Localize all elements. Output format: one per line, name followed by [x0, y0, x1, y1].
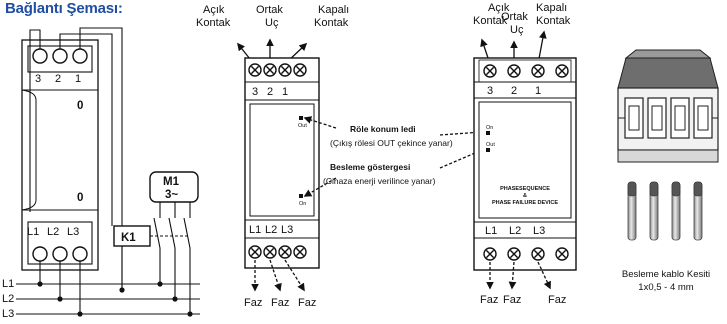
right-device: Açık Kontak Ortak Uç Kapalı Kontak 3 2 1…	[473, 2, 577, 306]
phase-terminal-l3: L3	[533, 225, 545, 237]
phase-terminal-l2: L2	[47, 226, 59, 238]
terminal-number-1: 1	[535, 85, 541, 97]
top-terminal-1	[72, 48, 88, 64]
phase-line-l2-label: L2	[2, 293, 14, 305]
closed-contact-label-2: Kontak	[536, 15, 571, 27]
cable-caption-line-2: 1x0,5 - 4 mm	[638, 282, 694, 293]
closed-contact-label-1: Kapalı	[318, 4, 349, 16]
closed-contact-label-2: Kontak	[314, 17, 349, 29]
led-mark-bottom: 0	[77, 192, 83, 204]
device-name-line-2: &	[523, 193, 527, 199]
common-terminal-label-2: Uç	[265, 17, 279, 29]
terminal-number-2: 2	[267, 86, 273, 98]
bottom-terminal-l1	[32, 246, 48, 262]
cable-caption-line-1: Besleme kablo Kesiti	[622, 269, 710, 280]
faz-label-3: Faz	[548, 294, 566, 306]
wiring-schematic: 3 2 1 0 0 L1 L2 L3 L1 L2 L3	[2, 27, 200, 320]
faz-label-3: Faz	[298, 297, 316, 309]
phase-screw-blank	[293, 245, 307, 259]
terminal-screw-1	[278, 63, 292, 77]
middle-device: Açık Kontak Ortak Uç Kapalı Kontak 3 2 1…	[196, 4, 349, 309]
on-led-label: On	[299, 201, 306, 207]
terminal-screw-2	[507, 64, 521, 78]
phase-terminal-l2: L2	[509, 225, 521, 237]
open-contact-label-2: Kontak	[196, 17, 231, 29]
contactor-label: K1	[121, 232, 136, 244]
contactor-contacts	[150, 200, 191, 249]
out-led	[486, 148, 490, 152]
faz-label-1: Faz	[480, 294, 498, 306]
closed-contact-label-1: Kapalı	[536, 2, 567, 14]
open-contact-label-2: Kontak	[473, 15, 508, 27]
terminal-number-1: 1	[75, 73, 81, 85]
phase-terminal-l1: L1	[27, 226, 39, 238]
power-led-note: (Cihaza enerji verilince yanar)	[323, 176, 436, 186]
device-name-line-1: PHASESEQUENCE	[500, 186, 550, 192]
top-terminal-2	[52, 48, 68, 64]
out-led-label: Out	[298, 123, 307, 129]
common-terminal-label-1: Ortak	[256, 4, 283, 16]
cable-end-2	[649, 181, 659, 241]
bottom-terminal-l2	[52, 246, 68, 262]
on-led	[486, 131, 490, 135]
faz-label-2: Faz	[271, 297, 289, 309]
open-contact-label-1: Açık	[203, 4, 225, 16]
phase-screw-l1	[483, 247, 497, 261]
common-terminal-label-1: Ortak	[501, 11, 528, 23]
device-name-line-3: PHASE FAILURE DEVICE	[492, 200, 558, 206]
power-led-title: Besleme göstergesi	[330, 162, 410, 172]
phase-terminal-l3: L3	[281, 224, 293, 236]
cable-end-1	[627, 181, 637, 241]
phase-line-l3-label: L3	[2, 308, 14, 320]
terminal-number-3: 3	[487, 85, 493, 97]
faz-label-2: Faz	[503, 294, 521, 306]
on-led	[299, 194, 303, 198]
phase-screw-l2	[263, 245, 277, 259]
terminal-screw-2	[263, 63, 277, 77]
common-terminal-label-2: Uç	[510, 24, 524, 36]
phase-terminal-l1: L1	[485, 225, 497, 237]
top-terminal-3	[32, 48, 48, 64]
motor-box	[149, 171, 199, 203]
led-mark-top: 0	[77, 100, 83, 112]
terminal-screw-blank	[555, 64, 569, 78]
cable-end-3	[671, 181, 681, 241]
phase-screw-l3	[278, 245, 292, 259]
terminal-screw-3	[248, 63, 262, 77]
out-led-label: Out	[486, 142, 495, 148]
faz-label-1: Faz	[244, 297, 262, 309]
phase-terminal-l2: L2	[265, 224, 277, 236]
relay-led-title: Röle konum ledi	[350, 124, 416, 134]
terminal-screw-1	[531, 64, 545, 78]
motor-name: M1	[163, 176, 180, 188]
relay-led-note: (Çıkış rölesi OUT çekince yanar)	[330, 138, 453, 148]
phase-screw-l2	[507, 247, 521, 261]
terminal-number-2: 2	[55, 73, 61, 85]
motor-type: 3~	[165, 189, 178, 201]
terminal-number-3: 3	[35, 73, 41, 85]
phase-lines	[16, 248, 200, 317]
on-led-label: On	[486, 125, 493, 131]
phase-screw-l1	[248, 245, 262, 259]
phase-screw-l3	[531, 247, 545, 261]
terminal-screw-blank	[293, 63, 307, 77]
led-annotations: Röle konum ledi (Çıkış rölesi OUT çekinc…	[323, 124, 484, 186]
open-contact-label-1: Açık	[488, 2, 510, 14]
cable-end-4	[693, 181, 703, 241]
phase-line-l1-label: L1	[2, 278, 14, 290]
phase-screw-blank	[555, 247, 569, 261]
terminal-number-1: 1	[282, 86, 288, 98]
terminal-number-3: 3	[252, 86, 258, 98]
bottom-terminal-l3	[72, 246, 88, 262]
terminal-screw-3	[483, 64, 497, 78]
cable-ends	[627, 181, 703, 241]
page-title: Bağlantı Şeması:	[5, 0, 123, 17]
phase-terminal-l1: L1	[249, 224, 261, 236]
terminal-number-2: 2	[511, 85, 517, 97]
terminal-block-illustration	[617, 49, 719, 163]
phase-terminal-l3: L3	[67, 226, 79, 238]
out-led	[299, 116, 303, 120]
